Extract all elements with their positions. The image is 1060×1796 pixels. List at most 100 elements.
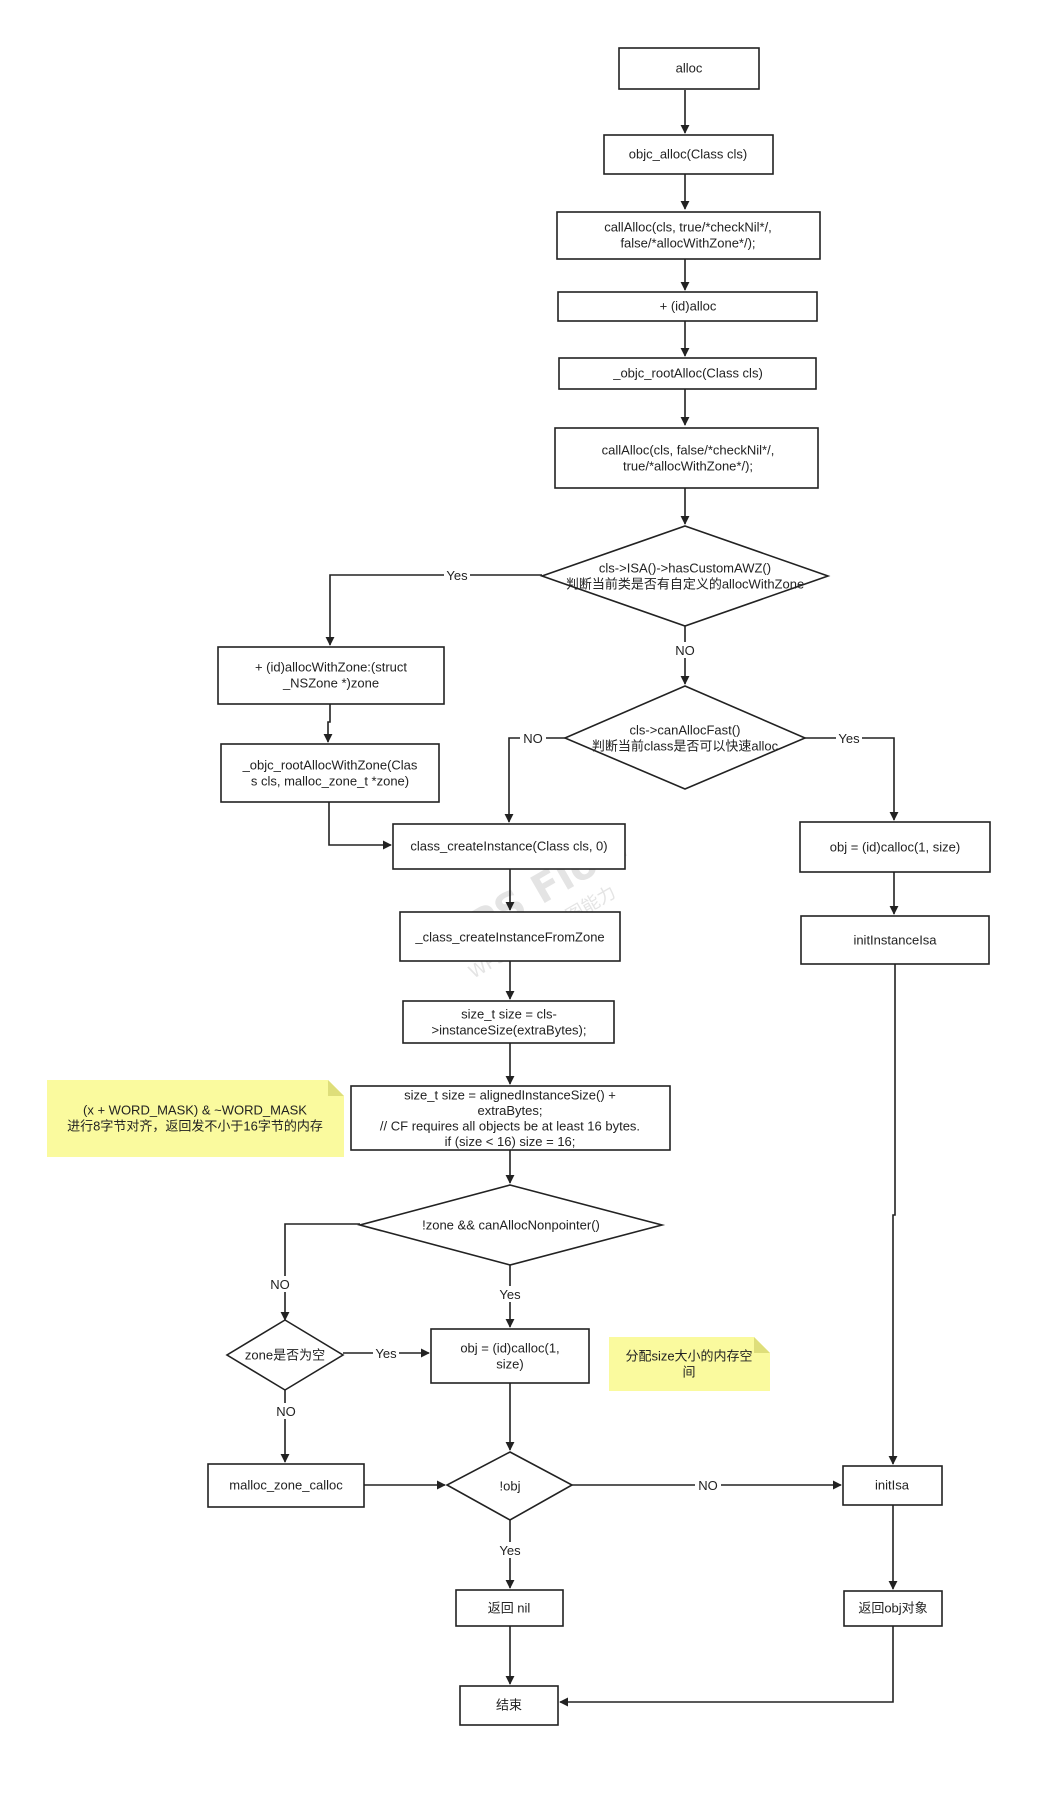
text-line: 间 (682, 1365, 695, 1380)
node-zone-null-text: zone是否为空 (245, 1348, 325, 1363)
node-create-from-zone-text: _class_createInstanceFromZone (414, 930, 604, 945)
node-obj-calloc-left-text: obj = (id)calloc(1,size) (460, 1341, 559, 1372)
node-not-obj-text: !obj (500, 1479, 521, 1494)
node-can-alloc-fast-text: cls->canAllocFast()判断当前class是否可以快速alloc (592, 723, 779, 754)
text-line: true/*allocWithZone*/); (623, 459, 753, 474)
text-line: initIsa (875, 1478, 910, 1493)
text-line: obj = (id)calloc(1, size) (830, 840, 960, 855)
node-return-obj-text: 返回obj对象 (858, 1601, 927, 1616)
node-callalloc-1-text: callAlloc(cls, true/*checkNil*/,false/*a… (604, 220, 772, 251)
node-init-instance-isa: initInstanceIsa (800, 915, 990, 965)
node-has-custom-awz-text: cls->ISA()->hasCustomAWZ()判断当前类是否有自定义的al… (566, 561, 804, 592)
text-line: 结束 (496, 1698, 522, 1713)
text-line: (x + WORD_MASK) & ~WORD_MASK (83, 1103, 307, 1118)
text-line: >instanceSize(extraBytes); (432, 1023, 587, 1038)
node-init-instance-isa-text: initInstanceIsa (853, 933, 937, 948)
node-callalloc-1: callAlloc(cls, true/*checkNil*/,false/*a… (556, 211, 821, 260)
edge-initinstanceisa-initisa (888, 964, 898, 1465)
text-line: class_createInstance(Class cls, 0) (410, 839, 607, 854)
text-line: callAlloc(cls, true/*checkNil*/, (604, 220, 772, 235)
node-size-t-1-text: size_t size = cls->instanceSize(extraByt… (432, 1007, 587, 1038)
edge-rootwithzone-createinstance (328, 802, 392, 850)
text-line: !obj (500, 1479, 521, 1494)
text-line: + (id)allocWithZone:(struct (255, 660, 407, 675)
text-line: objc_alloc(Class cls) (629, 147, 747, 162)
node-callalloc-2: callAlloc(cls, false/*checkNil*/,true/*a… (554, 427, 819, 489)
text-line: initInstanceIsa (853, 933, 937, 948)
node-size-t-1: size_t size = cls->instanceSize(extraByt… (402, 1000, 615, 1044)
label-zone-no: NO (276, 1404, 296, 1419)
node-class-create-instance-text: class_createInstance(Class cls, 0) (410, 839, 607, 854)
text-line: 返回obj对象 (858, 1601, 927, 1616)
node-return-nil-text: 返回 nil (488, 1601, 531, 1616)
node-root-alloc: _objc_rootAlloc(Class cls) (558, 357, 817, 390)
label-awz-no: NO (675, 643, 695, 658)
node-size-t-2-text: size_t size = alignedInstanceSize() +ext… (380, 1087, 640, 1149)
node-obj-calloc-left: obj = (id)calloc(1,size) (430, 1328, 590, 1384)
label-nonptr-no: NO (270, 1277, 290, 1292)
text-line: callAlloc(cls, false/*checkNil*/, (602, 443, 775, 458)
node-init-isa: initIsa (842, 1465, 943, 1506)
text-line: _objc_rootAlloc(Class cls) (612, 366, 763, 381)
label-zone-yes: Yes (375, 1346, 397, 1361)
node-id-alloc: + (id)alloc (557, 291, 818, 322)
text-line: 进行8字节对齐，返回发不小于16字节的内存 (67, 1119, 323, 1134)
text-line: obj = (id)calloc(1, (460, 1341, 559, 1356)
node-objc-alloc: objc_alloc(Class cls) (603, 134, 774, 175)
text-line: // CF requires all objects be at least 1… (380, 1118, 640, 1133)
label-fast-yes: Yes (838, 731, 860, 746)
node-malloc-zone-calloc-text: malloc_zone_calloc (229, 1478, 343, 1493)
label-awz-yes: Yes (446, 568, 468, 583)
node-root-alloc-text: _objc_rootAlloc(Class cls) (612, 366, 763, 381)
edge-fast-yes (805, 737, 899, 821)
node-callalloc-2-text: callAlloc(cls, false/*checkNil*/,true/*a… (602, 443, 775, 474)
node-class-create-instance: class_createInstance(Class cls, 0) (392, 823, 626, 870)
text-line: size_t size = cls- (461, 1007, 557, 1022)
text-line: cls->ISA()->hasCustomAWZ() (599, 561, 771, 576)
node-zone-nonpointer-text: !zone && canAllocNonpointer() (422, 1218, 600, 1233)
node-zone-null: zone是否为空 (225, 1319, 345, 1391)
edge-fast-no (504, 737, 565, 823)
text-line: _class_createInstanceFromZone (414, 930, 604, 945)
edge-allocwithzone-rootwithzone (323, 703, 333, 743)
note-alloc-size-text: 分配size大小的内存空间 (625, 1349, 752, 1380)
label-fast-no: NO (523, 731, 543, 746)
label-nonptr-yes: Yes (499, 1287, 521, 1302)
edge-labels: Yes NO NO Yes NO Yes Yes NO NO Yes (267, 567, 862, 1558)
text-line: alloc (676, 61, 703, 76)
node-obj-calloc-right: obj = (id)calloc(1, size) (799, 821, 991, 873)
node-alloc: alloc (618, 47, 760, 90)
node-end-text: 结束 (496, 1698, 522, 1713)
text-line: cls->canAllocFast() (630, 723, 741, 738)
text-line: 返回 nil (488, 1601, 531, 1616)
text-line: _objc_rootAllocWithZone(Clas (242, 758, 418, 773)
edge-awz-yes (325, 574, 542, 646)
node-alloc-text: alloc (676, 61, 703, 76)
label-obj-no: NO (698, 1478, 718, 1493)
node-return-obj: 返回obj对象 (843, 1590, 943, 1627)
text-line: false/*allocWithZone*/); (620, 236, 755, 251)
text-line: zone是否为空 (245, 1348, 325, 1363)
text-line: extraBytes; (477, 1103, 542, 1118)
node-malloc-zone-calloc: malloc_zone_calloc (207, 1463, 365, 1508)
node-create-from-zone: _class_createInstanceFromZone (399, 911, 621, 962)
text-line: if (size < 16) size = 16; (445, 1134, 576, 1149)
node-return-nil: 返回 nil (455, 1589, 564, 1627)
text-line: !zone && canAllocNonpointer() (422, 1218, 600, 1233)
node-alloc-with-zone: + (id)allocWithZone:(struct_NSZone *)zon… (217, 646, 445, 705)
node-end: 结束 (459, 1685, 559, 1726)
edge-nonptr-no (280, 1223, 360, 1321)
text-line: 判断当前类是否有自定义的allocWithZone (566, 577, 804, 592)
node-obj-calloc-right-text: obj = (id)calloc(1, size) (830, 840, 960, 855)
text-line: _NSZone *)zone (282, 676, 379, 691)
node-size-t-2: size_t size = alignedInstanceSize() +ext… (350, 1085, 671, 1151)
text-line: s cls, malloc_zone_t *zone) (251, 774, 409, 789)
text-line: size) (496, 1357, 523, 1372)
label-obj-yes: Yes (499, 1543, 521, 1558)
edge-returnobj-end (559, 1625, 894, 1707)
text-line: 判断当前class是否可以快速alloc (592, 739, 779, 754)
